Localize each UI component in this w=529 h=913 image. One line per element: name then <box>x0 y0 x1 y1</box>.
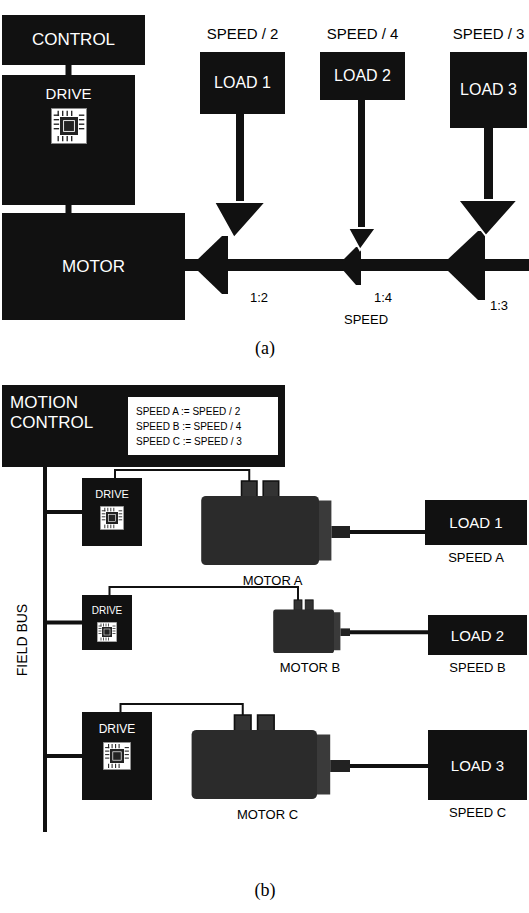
node-label: LOAD 2 <box>451 627 504 644</box>
node-label: DRIVE <box>92 605 123 616</box>
chip-icon <box>100 506 124 530</box>
node-caption: SPEED C <box>449 805 506 820</box>
node-label: SPEED C := SPEED / 3 <box>136 434 242 449</box>
driven-gear <box>214 202 266 238</box>
node-caption: SPEED / 4 <box>327 25 399 42</box>
link-line <box>350 630 428 634</box>
block-box: DRIVE <box>82 478 142 546</box>
field-bus-line <box>45 467 82 756</box>
node-label: LOAD 1 <box>214 74 271 92</box>
block-box: MOTION CONTROLSPEED A := SPEED / 2SPEED … <box>2 385 285 467</box>
node-label: MOTION CONTROL <box>10 393 120 434</box>
node-caption: SPEED / 3 <box>453 25 525 42</box>
driven-gear <box>458 200 518 236</box>
chip-icon <box>103 742 131 770</box>
node-label: DRIVE <box>95 488 129 500</box>
bevel-gear <box>196 236 228 294</box>
ratio-label: 1:2 <box>250 290 268 305</box>
block-box: SPEED / 3LOAD 3 <box>450 52 527 128</box>
block-box: LOAD 3SPEED C <box>428 730 527 800</box>
motor-node: MOTOR B <box>270 598 350 655</box>
node-label: SPEED A := SPEED / 2 <box>136 404 240 419</box>
field-bus-line <box>45 467 82 512</box>
node-label: DRIVE <box>46 85 92 102</box>
node-caption: SPEED A <box>448 550 504 565</box>
block-box: DRIVE <box>82 712 152 800</box>
link-line <box>350 530 425 534</box>
node-label: SPEED B := SPEED / 4 <box>136 419 241 434</box>
motor-body <box>270 598 350 655</box>
motor-node: MOTOR C <box>185 712 350 802</box>
node-caption: SPEED / 2 <box>207 25 279 42</box>
node-label: LOAD 3 <box>451 757 504 774</box>
ratio-label: 1:4 <box>374 290 392 305</box>
field-bus-line <box>45 467 82 623</box>
block-box: LOAD 1SPEED A <box>425 500 527 545</box>
bus-label: FIELD BUS <box>14 604 30 676</box>
block-box: DRIVE <box>82 595 132 650</box>
ratio-label: 1:3 <box>490 298 508 313</box>
node-caption: MOTOR B <box>280 660 340 675</box>
motor-body <box>195 478 350 568</box>
block-box: SPEED / 2LOAD 1 <box>200 52 285 114</box>
link-line <box>66 65 72 75</box>
panel-caption: (b) <box>255 880 276 901</box>
block-box: SPEED A := SPEED / 2SPEED B := SPEED / 4… <box>127 396 279 456</box>
block-box: LOAD 2SPEED B <box>428 615 527 655</box>
block-box: MOTOR <box>2 213 185 320</box>
motor-body <box>185 712 350 802</box>
node-label: CONTROL <box>32 30 115 50</box>
node-label: LOAD 3 <box>460 81 517 99</box>
motor-node: MOTOR A <box>195 478 350 568</box>
load-shaft <box>484 126 493 206</box>
link-line <box>66 205 72 213</box>
block-box: CONTROL <box>2 15 145 65</box>
node-caption: SPEED B <box>449 660 505 675</box>
load-shaft <box>358 98 365 232</box>
power-cable <box>110 587 299 600</box>
bevel-gear <box>446 231 485 300</box>
node-caption: MOTOR C <box>237 807 298 822</box>
chip-icon <box>97 622 117 642</box>
chip-icon <box>51 108 87 144</box>
block-box: SPEED / 4LOAD 2 <box>320 52 405 100</box>
node-label: DRIVE <box>99 722 136 736</box>
block-box: DRIVE <box>2 75 135 205</box>
node-caption: MOTOR A <box>243 573 303 588</box>
ratio-label: SPEED <box>344 312 388 327</box>
node-label: MOTOR <box>62 257 125 277</box>
load-shaft <box>236 112 244 204</box>
driven-gear <box>348 228 376 250</box>
link-line <box>350 764 428 768</box>
panel-caption: (a) <box>255 338 275 359</box>
node-label: LOAD 1 <box>449 514 502 531</box>
bevel-gear <box>342 247 361 285</box>
node-label: LOAD 2 <box>334 67 391 85</box>
field-bus-line <box>43 750 47 832</box>
